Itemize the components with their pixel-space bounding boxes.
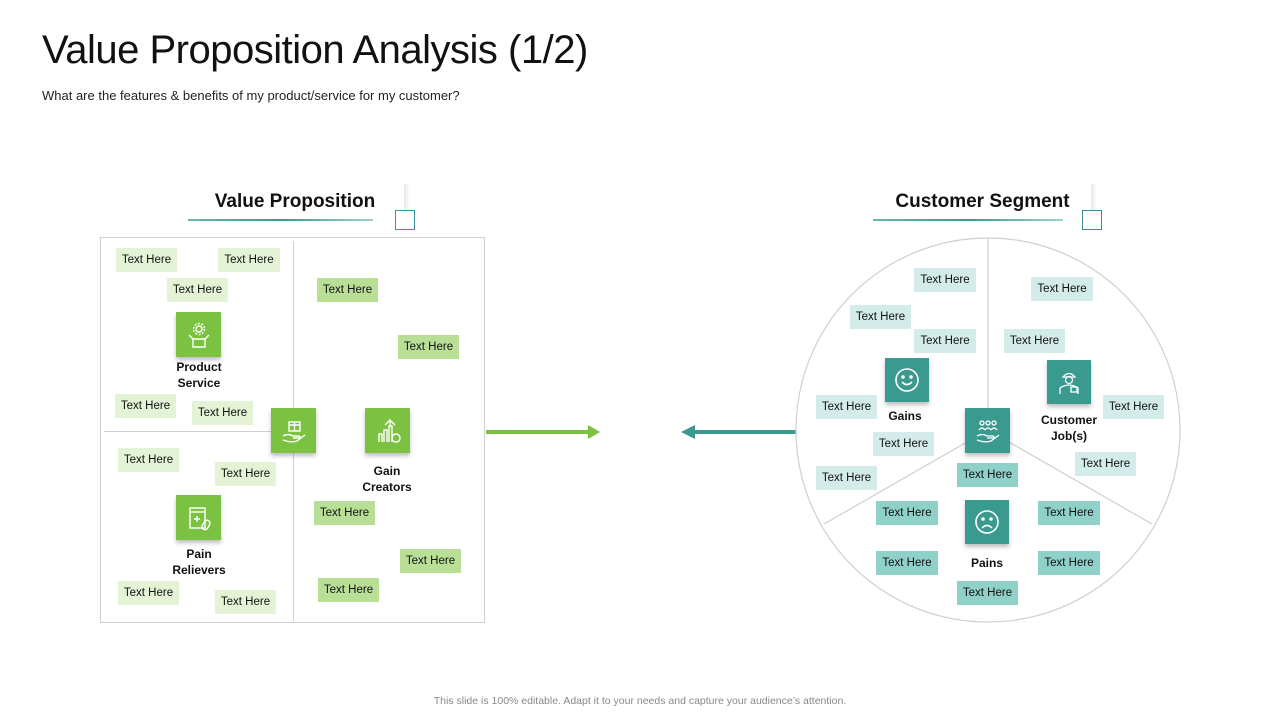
customer-segment-square-icon bbox=[1082, 210, 1102, 230]
value-proposition-underline bbox=[188, 219, 373, 221]
left-arrow-icon bbox=[681, 425, 797, 439]
cs-tag[interactable]: Text Here bbox=[876, 501, 938, 525]
vp-horizontal-divider bbox=[104, 431, 294, 432]
gain-creators-label-line2: Creators bbox=[362, 479, 412, 494]
pains-label: Pains bbox=[970, 556, 1003, 570]
vp-tag[interactable]: Text Here bbox=[398, 335, 459, 359]
customer-segment-heading: Customer Segment bbox=[895, 191, 1070, 212]
vp-tag[interactable]: Text Here bbox=[218, 248, 280, 272]
vp-tag[interactable]: Text Here bbox=[400, 549, 461, 573]
pain-relievers-label-line1: Pain bbox=[186, 547, 212, 561]
page-subtitle: What are the features & benefits of my p… bbox=[42, 88, 460, 103]
customer-jobs-label-line2: Job(s) bbox=[1051, 428, 1087, 443]
cs-tag[interactable]: Text Here bbox=[1031, 277, 1093, 301]
customer-jobs-label: Customer Job(s) bbox=[1029, 413, 1109, 444]
pain-relievers-label-line2: Relievers bbox=[172, 562, 226, 577]
product-service-label-line2: Service bbox=[177, 375, 221, 390]
cs-tag[interactable]: Text Here bbox=[816, 466, 877, 490]
value-proposition-square-icon bbox=[395, 210, 415, 230]
cs-tag[interactable]: Text Here bbox=[957, 463, 1018, 487]
vp-tag[interactable]: Text Here bbox=[118, 581, 179, 605]
cs-tag[interactable]: Text Here bbox=[914, 329, 976, 353]
cs-tag[interactable]: Text Here bbox=[1103, 395, 1164, 419]
vp-tag[interactable]: Text Here bbox=[215, 462, 276, 486]
cs-tag[interactable]: Text Here bbox=[816, 395, 877, 419]
vp-tag[interactable]: Text Here bbox=[317, 278, 378, 302]
cs-tag[interactable]: Text Here bbox=[1004, 329, 1065, 353]
vp-tag[interactable]: Text Here bbox=[118, 448, 179, 472]
gain-creators-label: Gain Creators bbox=[347, 464, 427, 495]
medicine-icon bbox=[176, 495, 221, 540]
cs-tag[interactable]: Text Here bbox=[1038, 551, 1100, 575]
page-title: Value Proposition Analysis (1/2) bbox=[42, 28, 588, 72]
cs-tag[interactable]: Text Here bbox=[876, 551, 938, 575]
right-arrow-icon bbox=[486, 425, 600, 439]
cs-tag[interactable]: Text Here bbox=[873, 432, 934, 456]
cs-tag[interactable]: Text Here bbox=[1075, 452, 1136, 476]
footer-note: This slide is 100% editable. Adapt it to… bbox=[433, 695, 847, 707]
vp-tag[interactable]: Text Here bbox=[116, 248, 177, 272]
smile-icon bbox=[885, 358, 929, 402]
product-service-label: Product Service bbox=[159, 360, 239, 391]
vp-tag[interactable]: Text Here bbox=[318, 578, 379, 602]
vp-tag[interactable]: Text Here bbox=[115, 394, 176, 418]
vp-tag[interactable]: Text Here bbox=[167, 278, 228, 302]
vp-tag[interactable]: Text Here bbox=[215, 590, 276, 614]
vp-tag[interactable]: Text Here bbox=[192, 401, 253, 425]
frown-icon bbox=[965, 500, 1009, 544]
people-hand-icon bbox=[965, 408, 1010, 453]
gift-hand-icon bbox=[271, 408, 316, 453]
customer-segment-shadow bbox=[1091, 184, 1097, 214]
worker-icon bbox=[1047, 360, 1091, 404]
cs-tag[interactable]: Text Here bbox=[914, 268, 976, 292]
cs-tag[interactable]: Text Here bbox=[850, 305, 911, 329]
gain-creators-label-line1: Gain bbox=[373, 464, 401, 478]
cs-tag[interactable]: Text Here bbox=[1038, 501, 1100, 525]
vp-tag[interactable]: Text Here bbox=[314, 501, 375, 525]
growth-chart-icon bbox=[365, 408, 410, 453]
gear-box-icon bbox=[176, 312, 221, 357]
customer-jobs-label-line1: Customer bbox=[1040, 413, 1097, 427]
value-proposition-shadow bbox=[404, 184, 410, 214]
cs-tag[interactable]: Text Here bbox=[957, 581, 1018, 605]
gains-label: Gains bbox=[888, 409, 922, 423]
customer-segment-underline bbox=[873, 219, 1063, 221]
value-proposition-heading: Value Proposition bbox=[214, 191, 376, 212]
product-service-label-line1: Product bbox=[176, 360, 222, 374]
pain-relievers-label: Pain Relievers bbox=[159, 547, 239, 578]
